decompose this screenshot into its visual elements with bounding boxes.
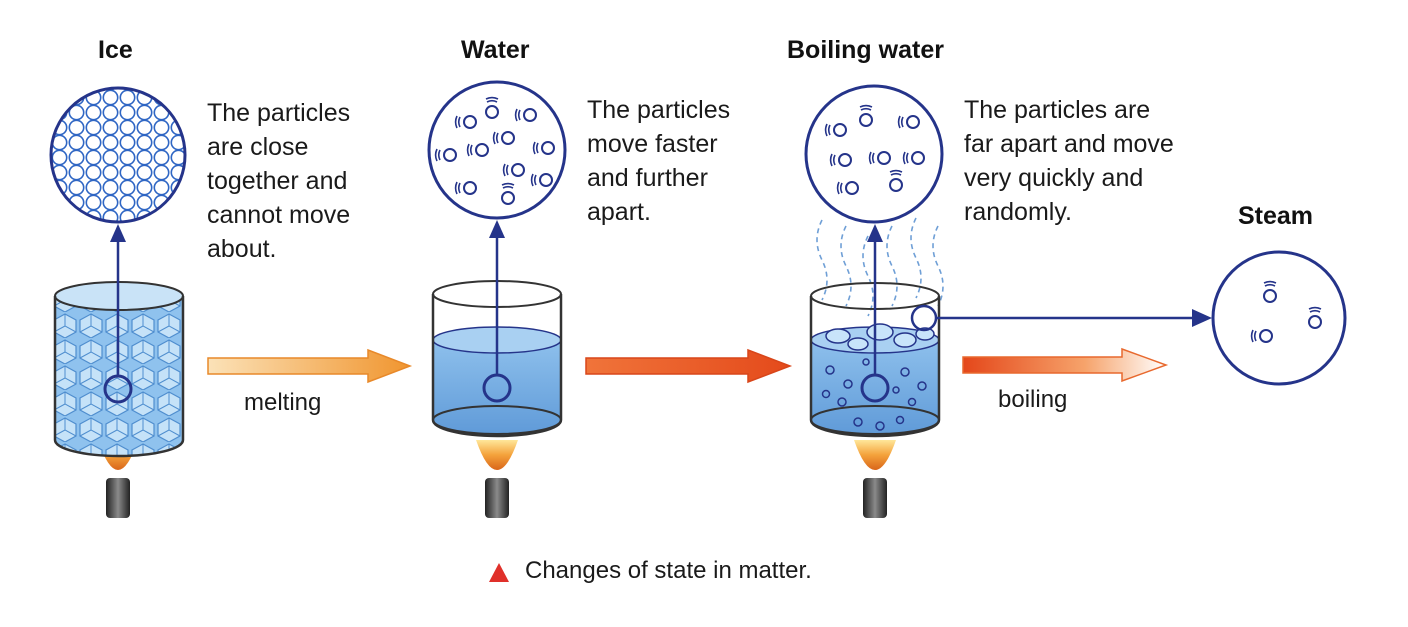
water-burner-icon	[476, 440, 518, 518]
ice-particle-view	[49, 86, 187, 224]
heating-arrow	[585, 348, 793, 384]
boiling-label: boiling	[998, 386, 1068, 413]
ice-beaker-icon	[53, 281, 185, 458]
ice-stage	[49, 86, 187, 518]
steam-title: Steam	[1238, 202, 1314, 230]
water-stage	[427, 80, 567, 518]
boiling-beaker-icon	[809, 282, 941, 438]
caption-marker-icon	[489, 563, 509, 582]
boiling-burner-icon	[854, 440, 896, 518]
melting-label: melting	[244, 389, 322, 416]
boiling-water-description: The particles are far apart and move ver…	[964, 96, 1174, 226]
ice-zoom-arrow	[110, 224, 126, 376]
water-description: The particles move faster and further ap…	[587, 96, 731, 226]
water-title: Water	[461, 36, 530, 64]
steam-wisps	[816, 217, 944, 317]
steam-stage	[1211, 250, 1347, 386]
figure-caption: Changes of state in matter.	[525, 557, 812, 584]
melting-arrow	[207, 348, 413, 384]
ice-description: The particles are close together and can…	[207, 99, 351, 263]
ice-title: Ice	[98, 36, 133, 64]
boiling-stage	[804, 84, 1212, 518]
water-particle-view	[427, 80, 567, 220]
boiling-arrow	[962, 347, 1169, 383]
boiling-particle-view	[804, 84, 944, 224]
boiling-water-title: Boiling water	[787, 36, 944, 64]
steam-zoom-arrow	[936, 309, 1212, 327]
boiling-zoom-arrow	[867, 224, 883, 375]
steam-particle-view	[1211, 250, 1347, 386]
water-zoom-arrow	[489, 220, 505, 375]
